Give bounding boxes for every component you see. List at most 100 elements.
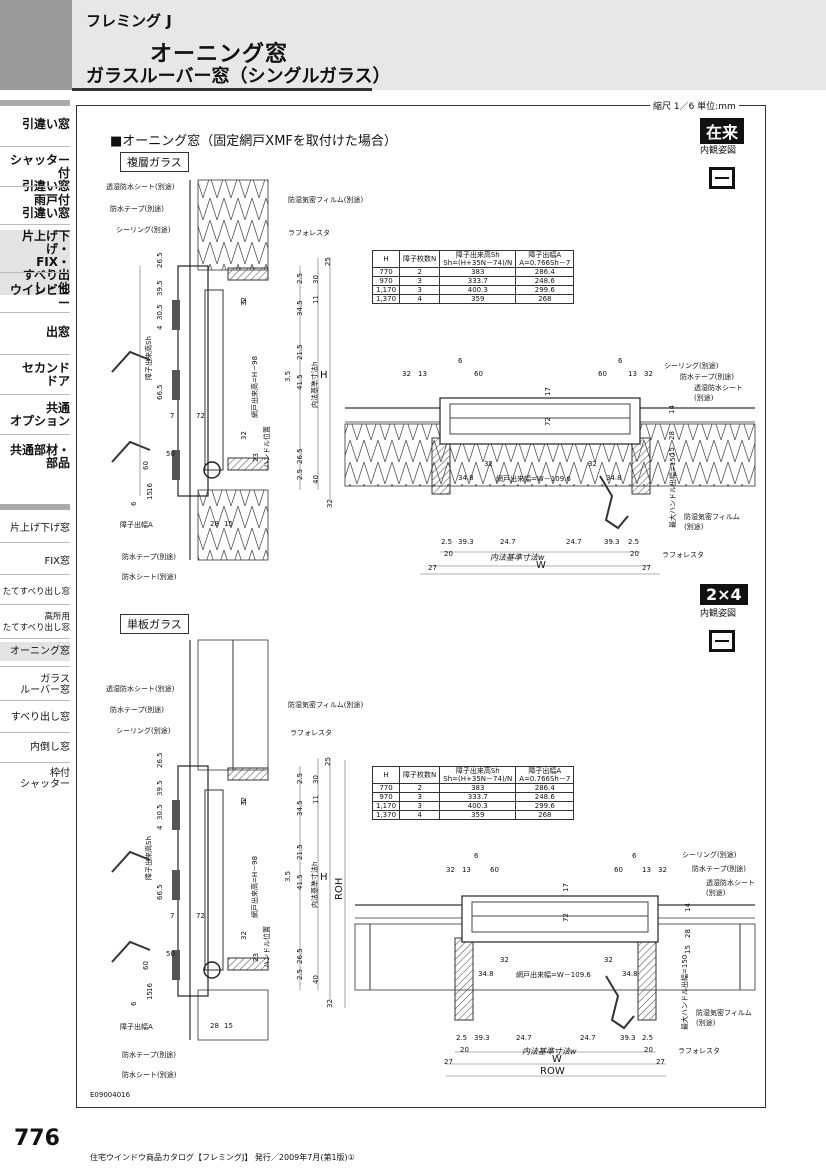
note-sash-out: 障子出幅A: [120, 1023, 153, 1031]
note-waterproof-sheet: 防水シート(別途): [122, 1071, 177, 1079]
sidebar-item-hikichigai[interactable]: 引違い窓: [21, 117, 70, 131]
section-title: ■オーニング窓（固定網戸XMFを取付けた場合）: [110, 134, 397, 149]
dim-label: 41.5: [296, 374, 304, 390]
dim-label: 14: [668, 405, 676, 414]
sidebar-item-demado[interactable]: 出窓: [45, 325, 70, 339]
sidebar-item-second-door[interactable]: セカンド ドア: [21, 361, 70, 388]
sidebar-sub-suberidashi[interactable]: すべり出し窓: [10, 712, 70, 723]
page-number: 776: [14, 1126, 60, 1151]
dim-label: 15: [224, 520, 233, 528]
header-band: [72, 0, 826, 90]
table-cell: 333.7: [439, 276, 517, 286]
note-waterproof-sheet: 防水シート(別途): [122, 573, 177, 581]
dim-label: 40: [312, 475, 320, 484]
dim-label: 16: [146, 483, 154, 492]
dim-label: 41.5: [296, 874, 304, 890]
sidebar-item-kataage[interactable]: 片上げ下げ・ FIX・ すべり出し・他: [0, 230, 70, 295]
window-elevation-icon: [709, 167, 735, 189]
sidebar-sub-uchidaoshi[interactable]: 内倒し窓: [30, 742, 70, 753]
view-label-2: 内観姿図: [700, 609, 737, 619]
dim-label: 24.7: [516, 1034, 532, 1042]
note-inner-h: 内法基準寸法h: [311, 861, 319, 908]
table-cell: 383: [439, 267, 517, 277]
dim-label: 66.5: [156, 884, 164, 900]
dim-label: 13: [418, 370, 427, 378]
dim-label: 2.5: [456, 1034, 468, 1042]
dim-label: 34.5: [296, 300, 304, 316]
dim-label: 32: [446, 866, 455, 874]
dim-label: 24.7: [580, 1034, 596, 1042]
note-sash-h: 障子出来高Sh: [145, 836, 153, 880]
note-max-handle: 最大ハンドル出幅=150: [669, 452, 677, 528]
dim-label: 39.3: [474, 1034, 490, 1042]
table-cell: 383: [439, 783, 517, 793]
note-waterproof-tape: 防水テープ(別途): [122, 553, 177, 561]
table-header: H: [371, 250, 401, 268]
note-vapor-sheet: 透湿防水シート(別途): [106, 183, 175, 191]
dim-label: 27: [656, 1058, 665, 1066]
sidebar-sub-kataage[interactable]: 片上げ下げ窓: [10, 523, 70, 534]
dim-label: 72: [196, 912, 205, 920]
sidebar-sub-shutter[interactable]: 枠付 シャッター: [20, 768, 70, 790]
note-plan-vapor: 透湿防水シート (別途): [694, 384, 743, 402]
note-airtight-film: 防湿気密フィルム(別途): [288, 196, 364, 204]
dim-label: 32: [402, 370, 411, 378]
sidebar-sub-louver[interactable]: ガラス ルーバー窓: [20, 674, 70, 696]
note-lath: ラフォレスタ: [290, 729, 332, 737]
table-cell: 4: [399, 294, 441, 304]
note-inner-w: 内法基準寸法w: [490, 553, 545, 562]
vertical-section-2: [111, 639, 346, 1041]
dim-label: 26.5: [156, 752, 164, 768]
dim-label: 32: [326, 999, 334, 1008]
footer-note: 住宅ウインドウ商品カタログ【フレミングJ】 発行／2009年7月(第1版)①: [90, 1153, 355, 1162]
dim-label: 27: [428, 564, 437, 572]
dim-label: 14: [684, 903, 692, 912]
dim-label: 20: [444, 550, 453, 558]
dim-label: 6: [458, 357, 463, 365]
sidebar-sub-fix[interactable]: FIX窓: [44, 556, 70, 567]
dim-label: 21.5: [296, 344, 304, 360]
dim-label: 11: [312, 295, 320, 304]
tag-zairai: 在来: [700, 118, 745, 144]
vertical-section-1: [111, 179, 331, 561]
table-cell: 2: [399, 783, 441, 793]
table-cell: 248.6: [515, 276, 575, 286]
table-cell: 299.6: [515, 801, 575, 811]
note-screen-w: 網戸出来幅=W－109.6: [516, 971, 591, 979]
dim-label: 32: [240, 931, 248, 940]
note-handle-pos: ハンドル位置: [263, 926, 271, 968]
table-cell: 1,170: [371, 285, 401, 295]
table-header: 障子出幅A A=0.766Sh－7: [515, 766, 575, 784]
dim-label: 32: [644, 370, 653, 378]
sidebar-item-common-parts[interactable]: 共通部材・ 部品: [9, 443, 70, 470]
dim-label: 4: [156, 825, 164, 830]
note-plan-tape: 防水テープ(別途): [692, 865, 747, 873]
dim-label: 15: [684, 945, 692, 954]
table-cell: 770: [371, 267, 401, 277]
sidebar-item-winview[interactable]: ウインビュー: [9, 283, 70, 310]
note-plan-sealing: シーリング(別途): [682, 851, 737, 859]
dim-label: 16: [146, 983, 154, 992]
dim-label: 20: [630, 550, 639, 558]
dim-label: 6: [632, 852, 637, 860]
dim-label: 5: [240, 299, 248, 304]
sidebar-sub-kousho[interactable]: 高所用 たてすべり出し窓: [2, 612, 70, 633]
sidebar-item-common-option[interactable]: 共通 オプション: [9, 401, 70, 428]
dim-label: 34.8: [458, 474, 474, 482]
note-sash-h: 障子出来高Sh: [145, 336, 153, 380]
note-inner-h: 内法基準寸法h: [311, 361, 319, 408]
dim-label: 27: [444, 1058, 453, 1066]
note-airtight-film: 防湿気密フィルム(別途): [288, 701, 364, 709]
dim-label: 13: [462, 866, 471, 874]
sidebar-sub-tate[interactable]: たてすべり出し窓: [2, 587, 70, 597]
dim-label: 32: [240, 431, 248, 440]
sidebar-item-amado[interactable]: 雨戸付 引違い窓: [21, 193, 70, 220]
sidebar-sub-awning[interactable]: オーニング窓: [0, 642, 70, 661]
dim-label: 6: [474, 852, 479, 860]
dim-label: 50: [166, 450, 175, 458]
dim-label: 34.8: [606, 474, 622, 482]
